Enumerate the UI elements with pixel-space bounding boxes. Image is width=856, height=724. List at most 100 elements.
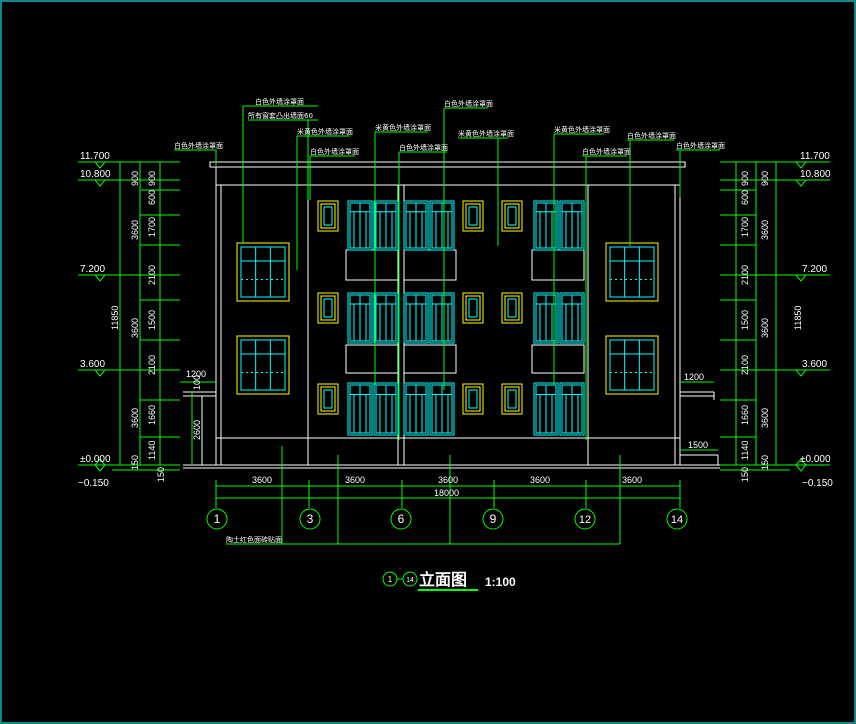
window-left-upper	[236, 242, 290, 302]
right-level-labels: 11.700 10.800 7.200 3.600 ±0.000 −0.150	[800, 151, 833, 489]
side-dims	[180, 381, 718, 465]
windows-layer	[236, 200, 659, 436]
dim-seg-4: 1500	[147, 310, 157, 330]
level-0-left: ±0.000	[80, 454, 111, 465]
step-right-width: 1500	[688, 440, 708, 450]
small-window-r1-c2	[501, 292, 523, 324]
annotation-3: 白色外墙涂罩面	[174, 141, 223, 150]
axis-12-label: 12	[579, 514, 591, 526]
level-10800-right: 10.800	[800, 169, 831, 180]
bay-dim-5: 3600	[622, 475, 642, 485]
axis-bubbles: 1 3 6 9 12 14	[206, 508, 688, 530]
left-dim-text: 900 900 600 1700 3600 2100 1500 3600 210…	[110, 171, 166, 482]
dim-seg-2: 1700	[147, 217, 157, 237]
level-neg150-right: −0.150	[802, 478, 833, 489]
r-dim-seg-0b: 900	[760, 171, 770, 186]
annotation-bottom: 陶土红色面砖贴面	[226, 535, 282, 544]
annotation-11: 白色外墙涂罩面	[582, 147, 631, 156]
r-dim-floor-3: 3600	[760, 408, 770, 428]
dim-floor-4: 150	[156, 467, 166, 482]
r-dim-seg-8: 150	[760, 455, 770, 470]
axis-3-bubble	[299, 508, 321, 530]
small-window-r1-c1	[462, 292, 484, 324]
left-level-labels: 11.700 10.800 7.200 3.600 ±0.000 −0.150	[78, 151, 111, 489]
annotation-13: 白色外墙涂罩面	[676, 141, 725, 150]
dim-total-left: 11850	[110, 306, 120, 330]
canopy-height-1: 100	[192, 375, 202, 390]
r-dim-seg-2: 1700	[740, 217, 750, 237]
small-window-r1-c0	[317, 292, 339, 324]
window-right-lower-glazing	[609, 339, 655, 391]
level-11700-left: 11.700	[80, 151, 110, 162]
balcony-window-r2-c2-b	[559, 382, 585, 436]
balcony-window-r2-c1-a	[403, 382, 429, 436]
dim-seg-7: 1140	[147, 441, 157, 460]
axis-9-label: 9	[490, 512, 497, 526]
window-left-lower	[236, 335, 290, 395]
balcony-window-r0-c0-b	[373, 200, 399, 251]
window-left-upper-glazing	[240, 246, 286, 298]
annotation-2: 所有窗套凸出墙面60	[248, 111, 313, 120]
drawing-scale: 1:100	[485, 575, 516, 589]
right-dim-text: 900 900 600 1700 3600 2100 1500 3600 210…	[740, 171, 803, 482]
small-window-r2-c0	[317, 383, 339, 415]
annotation-7: 白色外墙涂罩面	[444, 99, 493, 108]
axis-1-label: 1	[214, 512, 221, 526]
axis-12-bubble	[574, 508, 596, 530]
axis-1-bubble	[206, 508, 228, 530]
canopy-right-width: 1200	[684, 372, 704, 382]
balcony-window-r2-c2-a	[533, 382, 559, 436]
annotation-10: 米黄色外墙涂罩面	[554, 125, 610, 134]
dim-seg-0: 900	[130, 171, 140, 186]
small-window-r0-c1	[462, 200, 484, 232]
total-width-dim: 18000	[434, 488, 459, 498]
title-axis-start: 1	[388, 575, 393, 584]
axis-3-label: 3	[307, 512, 314, 526]
r-dim-seg-4: 1500	[740, 310, 750, 330]
level-11700-right: 11.700	[800, 151, 830, 162]
balcony-window-r1-c0-a	[347, 292, 373, 344]
dim-seg-3: 2100	[147, 265, 157, 285]
leader-lines	[174, 105, 720, 545]
r-dim-floor-1: 3600	[760, 220, 770, 240]
window-right-lower	[605, 335, 659, 395]
level-3600-right: 3.600	[802, 359, 827, 370]
balcony-window-r0-c1-a	[403, 200, 429, 251]
r-dim-seg-7: 1140	[740, 441, 750, 460]
balcony-window-r1-c1-a	[403, 292, 429, 344]
annotation-4: 米黄色外墙涂罩面	[297, 127, 353, 136]
roof-cornice	[209, 161, 686, 168]
balcony-window-r1-c2-b	[559, 292, 585, 344]
canopy-height-2: 2600	[192, 420, 202, 440]
r-dim-seg-3: 2100	[740, 265, 750, 285]
balcony-window-r2-c0-a	[347, 382, 373, 436]
small-window-r2-c2	[501, 383, 523, 415]
balcony-window-r2-c0-b	[373, 382, 399, 436]
annotation-6: 米黄色外墙涂罩面	[375, 123, 431, 132]
dim-floor-1: 3600	[130, 220, 140, 240]
drawing-title-block: 1 14 立面图 1:100	[382, 570, 516, 591]
window-right-upper-glazing	[609, 246, 655, 298]
level-neg150-left: −0.150	[78, 478, 109, 489]
axis-14-bubble	[666, 508, 688, 530]
level-3600-left: 3.600	[80, 359, 105, 370]
drawing-title: 立面图	[419, 570, 467, 589]
axis-6-label: 6	[398, 512, 405, 526]
title-axis-end: 14	[406, 577, 414, 584]
dim-seg-5: 2100	[147, 355, 157, 375]
level-7200-left: 7.200	[80, 264, 105, 275]
annotation-5: 白色外墙涂罩面	[310, 147, 359, 156]
bay-dim-4: 3600	[530, 475, 550, 485]
level-10800-left: 10.800	[80, 169, 111, 180]
dim-seg-6: 1660	[147, 405, 157, 425]
dim-floor-2: 3600	[130, 318, 140, 338]
annotations: 白色外墙涂罩面 所有窗套凸出墙面60 白色外墙涂罩面 米黄色外墙涂罩面 白色外墙…	[174, 97, 725, 544]
balcony-window-r0-c2-a	[533, 200, 559, 251]
small-window-r0-c2	[501, 200, 523, 232]
bay-dim-3: 3600	[438, 475, 458, 485]
small-window-r2-c1	[462, 383, 484, 415]
r-dim-seg-5: 2100	[740, 355, 750, 375]
horizontal-dim-lines	[215, 480, 681, 508]
